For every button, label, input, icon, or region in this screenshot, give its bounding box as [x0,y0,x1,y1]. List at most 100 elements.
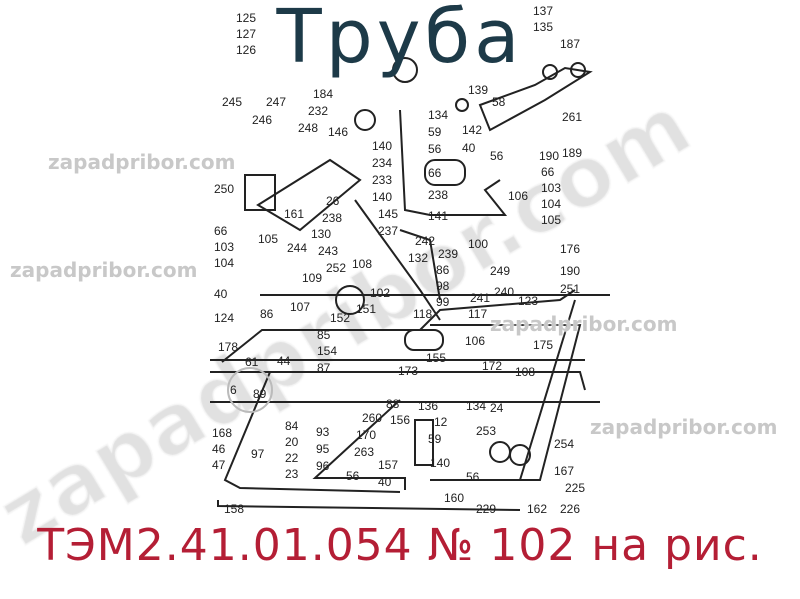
part-label: 263 [354,445,374,459]
part-label: 187 [560,37,580,51]
part-label: 40 [462,141,476,155]
part-label: 238 [322,211,342,225]
part-label: 47 [212,458,226,472]
gauge-ring [227,367,273,413]
part-label: 243 [318,244,338,258]
part-label: 85 [317,328,331,342]
part-label: 242 [415,234,435,248]
part-label: 106 [465,334,485,348]
part-label: 98 [436,279,450,293]
part-label: 40 [378,475,392,489]
part-label: 123 [518,294,538,308]
part-label: 247 [266,95,286,109]
part-label: 103 [214,240,234,254]
part-label: 100 [468,237,488,251]
valve-block [414,419,434,466]
part-label: 161 [284,207,304,221]
part-label: 26 [326,194,340,208]
pipe-horizontal-2 [210,371,586,391]
part-label: 58 [492,95,506,109]
part-label: 152 [330,311,350,325]
part-label: 155 [426,351,446,365]
part-label: 146 [328,125,348,139]
part-label: 56 [466,470,480,484]
part-label: 141 [428,209,448,223]
pipe-lower-frame [223,371,401,493]
part-label: 22 [285,451,299,465]
fitting-2 [570,62,586,78]
pipe-bottom [217,500,521,511]
part-label: 260 [362,411,382,425]
cylinder-58 [424,159,466,186]
part-label: 135 [533,20,553,34]
part-label: 44 [277,354,291,368]
part-label: 189 [562,146,582,160]
part-label: 24 [490,401,504,415]
part-label: 167 [554,464,574,478]
part-label: 234 [372,156,392,170]
part-label: 140 [372,190,392,204]
washer-1 [455,98,469,112]
part-label: 156 [390,413,410,427]
part-label: 134 [466,399,486,413]
part-label: 249 [490,264,510,278]
part-label: 46 [212,442,226,456]
part-label: 139 [468,83,488,97]
part-label: 103 [541,181,561,195]
part-label: 184 [313,87,333,101]
part-label: 233 [372,173,392,187]
pipe-riser-2 [354,199,441,321]
panel-block [256,158,362,232]
part-label: 245 [222,95,242,109]
part-label: 178 [218,340,238,354]
part-label: 160 [444,491,464,505]
part-label: 173 [398,364,418,378]
bracket-plate [478,66,593,132]
valve-3 [335,285,365,315]
part-label: 175 [533,338,553,352]
part-label: 104 [214,256,234,270]
part-label: 66 [541,165,555,179]
part-label: 241 [470,291,490,305]
watermark-4: zapadpribor.com [590,415,778,439]
part-label: 84 [285,419,299,433]
part-label: 168 [212,426,232,440]
part-label: 132 [408,251,428,265]
part-label: 254 [554,437,574,451]
part-label: 66 [214,224,228,238]
part-label: 87 [317,361,331,375]
part-label: 248 [298,121,318,135]
watermark-1: zapadpribor.com [48,150,236,174]
part-label: 56 [490,149,504,163]
part-label: 20 [285,435,299,449]
part-label: 56 [428,142,442,156]
part-label: 232 [308,104,328,118]
part-label: 176 [560,242,580,256]
part-label: 104 [541,197,561,211]
part-label: 162 [527,502,547,516]
page-title: Труба [276,0,524,80]
part-label: 136 [418,399,438,413]
pipe-diagonal [312,399,406,490]
part-label: 229 [476,502,496,516]
part-label: 261 [562,110,582,124]
part-label: 126 [236,43,256,57]
pipe-upper [399,109,508,216]
part-label: 127 [236,27,256,41]
part-label: 240 [494,285,514,299]
part-label: 99 [436,295,450,309]
part-label: 95 [316,442,330,456]
part-label: 158 [224,502,244,516]
part-label: 118 [413,307,432,321]
part-label: 59 [428,432,442,446]
pipe-frame-left [221,289,576,363]
part-label: 6 [230,383,237,397]
part-label: 140 [430,456,450,470]
part-label: 93 [316,425,330,439]
part-label: 107 [290,300,310,314]
part-label: 89 [253,387,267,401]
part-label: 88 [386,397,400,411]
part-label: 151 [356,302,376,316]
part-label: 170 [356,428,376,442]
